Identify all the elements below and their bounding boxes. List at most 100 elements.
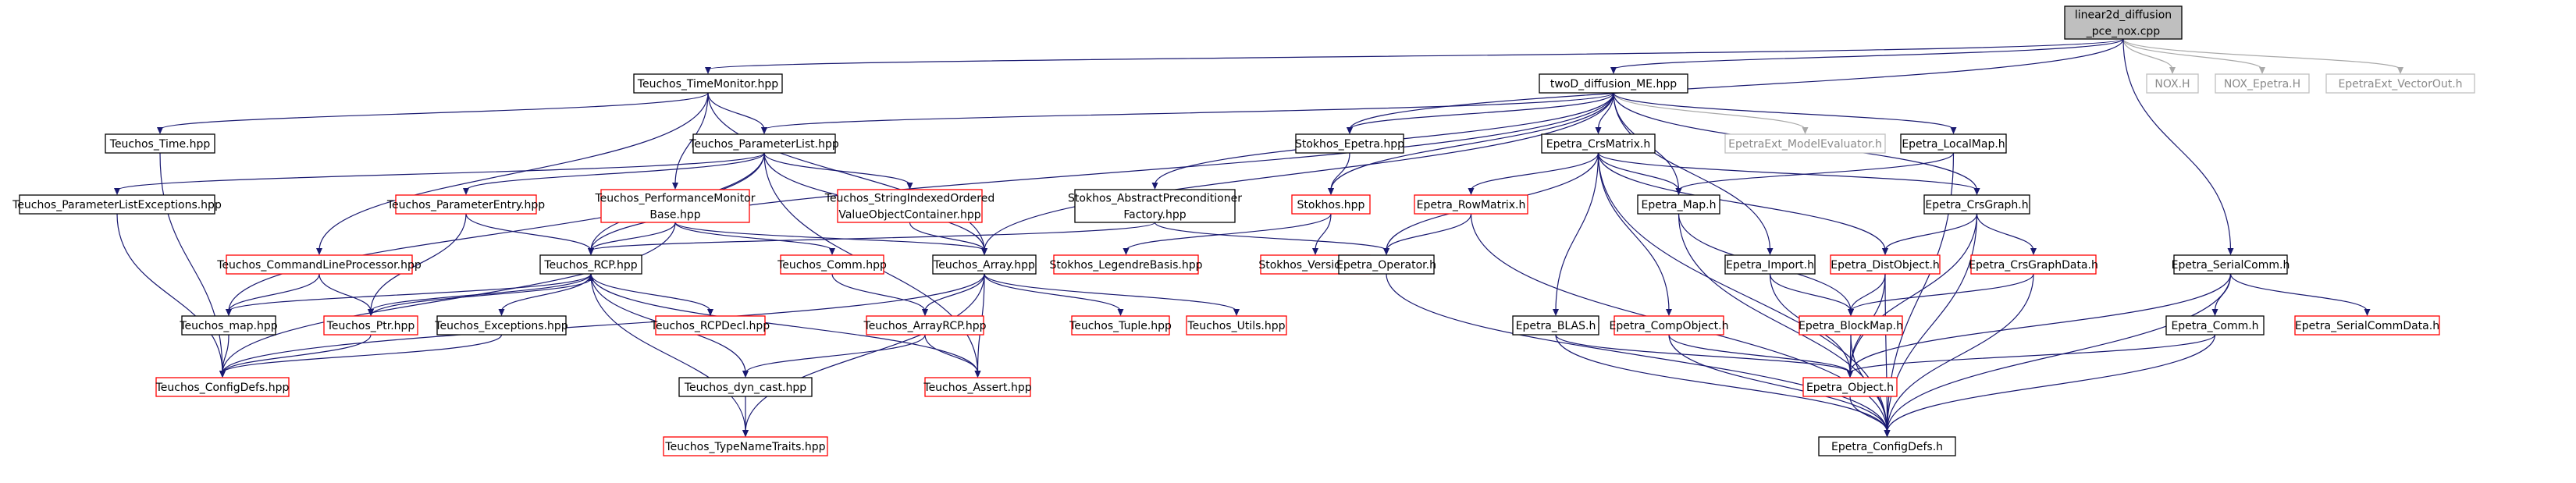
edge-crsmatrix-to-epetra_map — [1597, 152, 1680, 191]
node-epetra-object[interactable]: Epetra_Object.h — [1802, 377, 1898, 397]
arrowhead-crsmatrix-to-compobject — [1666, 309, 1672, 316]
edge-perfmon-to-rcp — [590, 222, 676, 251]
node-arrayrcp[interactable]: Teuchos_ArrayRCP.hpp — [863, 315, 987, 336]
node-box — [655, 315, 766, 336]
node-legendre[interactable]: Stokhos_LegendreBasis.hpp — [1049, 254, 1203, 275]
node-parameterlist[interactable]: Teuchos_ParameterList.hpp — [688, 133, 839, 154]
node-crsmatrix[interactable]: Epetra_CrsMatrix.h — [1541, 133, 1656, 154]
node-box — [1295, 133, 1404, 154]
node-serialcommdata[interactable]: Epetra_SerialCommData.h — [2294, 315, 2440, 336]
node-epetra-comm[interactable]: Epetra_Comm.h — [2165, 315, 2265, 336]
node-label: Teuchos_Utils.hpp — [1187, 320, 1286, 332]
node-box — [780, 254, 884, 275]
node-box — [1614, 315, 1724, 336]
node-teuchos-comm[interactable]: Teuchos_Comm.hpp — [777, 254, 887, 275]
node-box — [866, 315, 984, 336]
node-dyncast[interactable]: Teuchos_dyn_cast.hpp — [678, 377, 813, 397]
node-blas[interactable]: Epetra_BLAS.h — [1512, 315, 1599, 336]
node-teuchos-array[interactable]: Teuchos_Array.hpp — [932, 254, 1037, 275]
node-label: EpetraExt_ModelEvaluator.h — [1728, 138, 1882, 151]
node-box — [2165, 315, 2265, 336]
node-box — [226, 254, 413, 275]
node-stokhos-epetra[interactable]: Stokhos_Epetra.hpp — [1295, 133, 1404, 154]
node-operator[interactable]: Epetra_Operator.h — [1336, 254, 1436, 275]
node-blockmap[interactable]: Epetra_BlockMap.h — [1799, 315, 1903, 336]
node-stringindexed[interactable]: Teuchos_StringIndexedOrderedValueObjectC… — [824, 189, 994, 223]
node-box — [663, 436, 828, 456]
node-stokhos[interactable]: Stokhos.hpp — [1291, 194, 1371, 215]
edge-abstractprecond-to-rcp — [590, 222, 1156, 251]
node-label: Teuchos_ParameterEntry.hpp — [386, 199, 545, 211]
node-teuchos-ptr[interactable]: Teuchos_Ptr.hpp — [323, 315, 418, 336]
node-label: Epetra_CompObject.h — [1610, 320, 1729, 332]
edge-crsmatrix-to-compobject — [1597, 152, 1670, 312]
node-compobject[interactable]: Epetra_CompObject.h — [1610, 315, 1729, 336]
node-modelevaluator[interactable]: EpetraExt_ModelEvaluator.h — [1724, 133, 1886, 154]
arrowhead-rcp-to-rcpdecl — [707, 309, 713, 316]
node-teuchos-tuple[interactable]: Teuchos_Tuple.hpp — [1069, 315, 1172, 336]
arrowhead-arrayrcp-to-dyncast — [742, 371, 749, 378]
arrowhead-teuchos_exceptions-to-configdefs — [219, 371, 226, 378]
node-label: Teuchos_Assert.hpp — [923, 382, 1031, 394]
node-typenametraits[interactable]: Teuchos_TypeNameTraits.hpp — [663, 436, 828, 456]
node-nox[interactable]: NOX.H — [2146, 73, 2199, 94]
node-teuchos-time[interactable]: Teuchos_Time.hpp — [105, 133, 215, 154]
edge-teuchos_array-to-arrayrcp — [924, 273, 985, 312]
node-teuchos-utils[interactable]: Teuchos_Utils.hpp — [1186, 315, 1287, 336]
edge-crsgraph-to-distobject — [1884, 213, 1978, 251]
node-epetraext-vectorout[interactable]: EpetraExt_VectorOut.h — [2325, 73, 2475, 94]
node-rcp[interactable]: Teuchos_RCP.hpp — [539, 254, 642, 275]
node-epetra-configdefs[interactable]: Epetra_ConfigDefs.h — [1818, 436, 1956, 456]
node-teuchos-assert[interactable]: Teuchos_Assert.hpp — [923, 377, 1032, 397]
edge-rcp-to-rcpdecl — [590, 273, 711, 312]
edge-paramentry-to-rcp — [465, 213, 592, 251]
arrowhead-epetra_comm-to-epetra_object — [1847, 371, 1853, 378]
node-localmap[interactable]: Epetra_LocalMap.h — [1900, 133, 2007, 154]
arrowhead-root-to-nox_epetra — [2259, 67, 2265, 74]
node-paramlist-exceptions[interactable]: Teuchos_ParameterListExceptions.hpp — [12, 194, 222, 215]
edge-epetra_comm-to-epetra_object — [1849, 334, 2216, 374]
node-label: Teuchos_Exceptions.hpp — [434, 320, 568, 332]
arrowhead-stringindexed-to-teuchos_array — [981, 248, 987, 255]
arrowhead-timemonitor-to-teuchos_time — [157, 127, 163, 134]
edge-teuchos_array-to-typenametraits — [745, 273, 985, 433]
node-root: linear2d_diffusion_pce_nox.cpp — [2064, 5, 2183, 40]
node-abstractprecond[interactable]: Stokhos_AbstractPreconditionerFactory.hp… — [1068, 189, 1242, 223]
node-timemonitor[interactable]: Teuchos_TimeMonitor.hpp — [633, 73, 783, 94]
node-crsgraphdata[interactable]: Epetra_CrsGraphData.h — [1969, 254, 2098, 275]
node-distobject[interactable]: Epetra_DistObject.h — [1830, 254, 1941, 275]
node-epetra-import[interactable]: Epetra_Import.h — [1724, 254, 1816, 275]
node-box — [1802, 377, 1898, 397]
node-epetra-map[interactable]: Epetra_Map.h — [1637, 194, 1720, 215]
node-twod[interactable]: twoD_diffusion_ME.hpp — [1539, 73, 1688, 94]
node-label: EpetraExt_VectorOut.h — [2338, 78, 2462, 91]
node-configdefs[interactable]: Teuchos_ConfigDefs.hpp — [155, 377, 290, 397]
node-label: Stokhos_AbstractPreconditioner — [1068, 193, 1242, 205]
edge-rcp-to-teuchos_ptr — [370, 273, 592, 312]
node-box — [1291, 194, 1371, 215]
node-serialcomm[interactable]: Epetra_SerialComm.h — [2172, 254, 2290, 275]
node-box — [1799, 315, 1903, 336]
node-label: Epetra_Import.h — [1726, 259, 1814, 272]
edge-crsgraphdata-to-blockmap — [1850, 273, 2034, 312]
node-nox-epetra[interactable]: NOX_Epetra.H — [2215, 73, 2310, 94]
node-box — [323, 315, 418, 336]
node-paramentry[interactable]: Teuchos_ParameterEntry.hpp — [386, 194, 545, 215]
node-teuchos-map[interactable]: Teuchos_map.hpp — [179, 315, 278, 336]
node-rcpdecl[interactable]: Teuchos_RCPDecl.hpp — [650, 315, 770, 336]
arrowhead-root-to-serialcomm — [2227, 248, 2234, 255]
node-cmdline[interactable]: Teuchos_CommandLineProcessor.hpp — [216, 254, 422, 275]
node-label: Teuchos_Tuple.hpp — [1069, 320, 1172, 332]
node-box — [837, 189, 983, 223]
node-teuchos-exceptions[interactable]: Teuchos_Exceptions.hpp — [434, 315, 568, 336]
edge-paramlist_exceptions-to-configdefs — [116, 213, 223, 374]
edge-abstractprecond-to-operator — [1154, 222, 1387, 251]
node-rowmatrix[interactable]: Epetra_RowMatrix.h — [1414, 194, 1528, 215]
node-label: ValueObjectContainer.hpp — [838, 209, 980, 222]
node-box — [1724, 254, 1816, 275]
node-label: Stokhos_LegendreBasis.hpp — [1049, 259, 1202, 272]
edge-crsgraph-to-epetra_object — [1849, 213, 1978, 374]
node-crsgraph[interactable]: Epetra_CrsGraph.h — [1923, 194, 2030, 215]
node-label: Stokhos_Epetra.hpp — [1295, 138, 1404, 151]
